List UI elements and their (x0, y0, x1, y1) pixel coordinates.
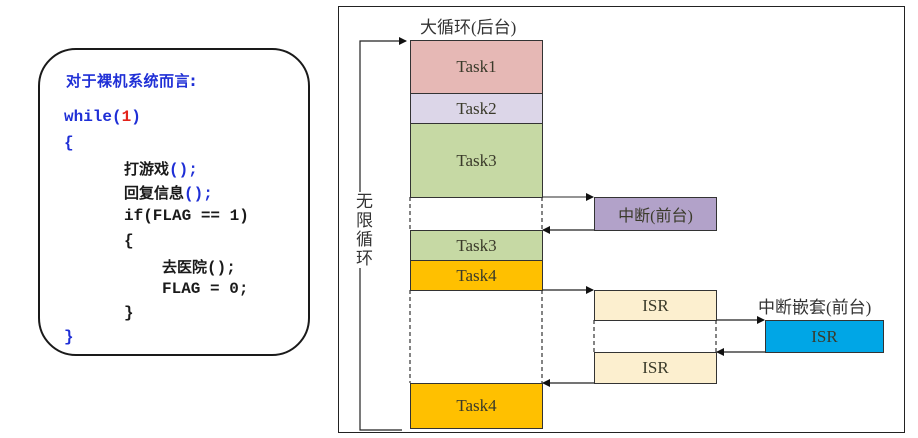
big-loop-label: 大循环(后台) (420, 18, 517, 37)
loop-condition: 1 (121, 108, 132, 126)
code-line-while: while(1) (64, 108, 141, 126)
interrupt-block: 中断(前台) (594, 197, 717, 231)
call3-name: 去医院 (162, 258, 208, 276)
task4-resume-block: Task4 (410, 383, 543, 429)
code-line-call2: 回复信息(); (124, 182, 213, 203)
infinite-loop-label: 无限循环 (350, 192, 375, 268)
code-line-call3: 去医院(); (162, 256, 236, 277)
code-line-if: if(FLAG == 1) (124, 207, 249, 225)
code-line-call1: 打游戏(); (124, 158, 198, 179)
call3-suffix: (); (207, 259, 236, 277)
code-line-if-brace-close: } (124, 304, 134, 322)
code-line-assign: FLAG = 0; (162, 280, 249, 298)
paren-open: ( (112, 108, 122, 126)
call2-name: 回复信息 (124, 184, 185, 202)
isr-block: ISR (594, 290, 717, 321)
paren-close: ) (131, 108, 141, 126)
diagram-frame (338, 6, 905, 433)
task2-block: Task2 (410, 93, 543, 124)
code-title: 对于裸机系统而言: (66, 72, 197, 90)
isr-resume-block: ISR (594, 352, 717, 384)
call2-suffix: (); (184, 185, 213, 203)
nested-isr-block: ISR (765, 320, 884, 353)
call1-name: 打游戏 (124, 160, 170, 178)
task3-block: Task3 (410, 123, 543, 198)
code-line-brace-open: { (64, 134, 74, 152)
call1-suffix: (); (169, 161, 198, 179)
task1-block: Task1 (410, 40, 543, 94)
code-line-brace-close: } (64, 328, 74, 346)
task3-resume-block: Task3 (410, 230, 543, 261)
task4-block: Task4 (410, 260, 543, 291)
code-line-if-brace-open: { (124, 232, 134, 250)
code-card: 对于裸机系统而言: while(1) { 打游戏(); 回复信息(); if(F… (38, 48, 310, 356)
nested-interrupt-label: 中断嵌套(前台) (758, 298, 872, 317)
keyword-while: while (64, 108, 113, 126)
